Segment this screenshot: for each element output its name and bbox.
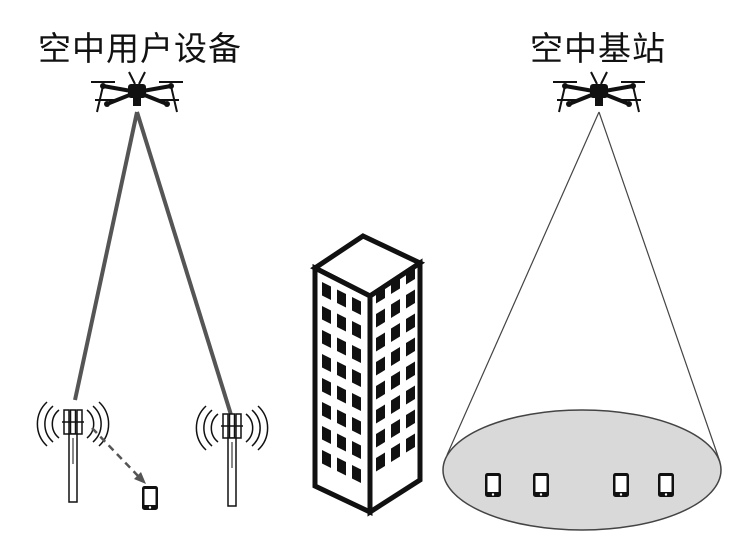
smartphone-icon: [533, 473, 549, 497]
smartphone-icon: [142, 486, 158, 510]
coverage-edge-right: [598, 111, 721, 463]
coverage-edge-left: [446, 111, 600, 456]
tower-to-phone-link: [91, 427, 141, 479]
cell-tower-icon: [195, 405, 269, 507]
smartphone-icon: [485, 473, 501, 497]
link-to-right-tower: [135, 111, 234, 419]
drone-icon: [551, 70, 647, 114]
skyscraper-icon: [310, 233, 426, 517]
link-to-left-tower: [73, 111, 139, 401]
smartphone-icon: [658, 473, 674, 497]
aerial-base-station-label: 空中基站: [530, 29, 666, 68]
drone-icon: [89, 70, 185, 114]
coverage-area: [442, 409, 722, 531]
smartphone-icon: [613, 473, 629, 497]
cell-tower-icon: [36, 401, 110, 503]
arrowhead: [134, 472, 146, 484]
aerial-user-equipment-label: 空中用户设备: [38, 29, 242, 68]
